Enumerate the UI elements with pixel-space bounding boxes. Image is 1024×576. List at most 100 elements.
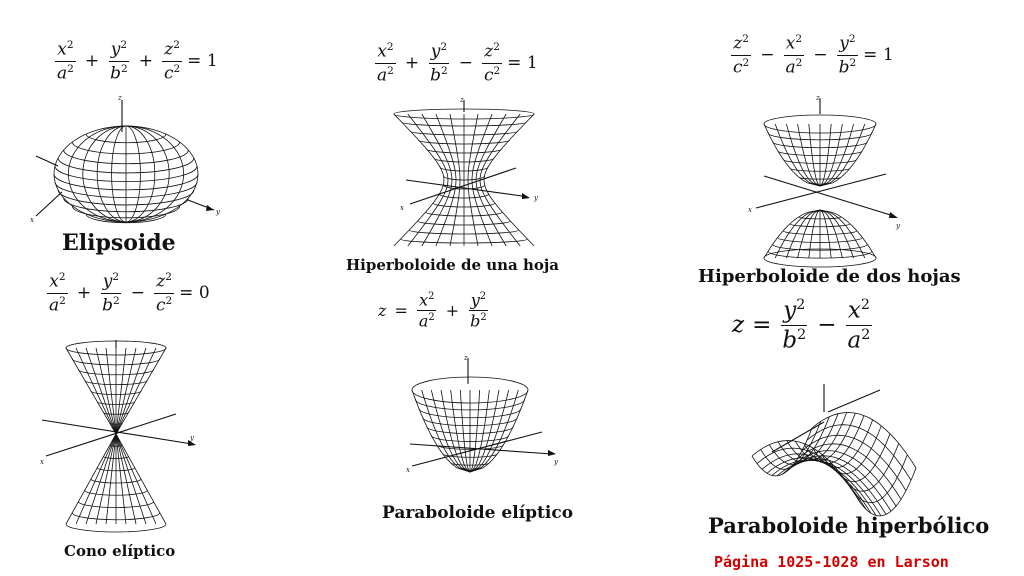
cone-upper-ring	[109, 422, 123, 425]
hyperboloid-one-sheet-figure: z y x	[393, 96, 539, 247]
paraboloid-rim	[411, 376, 529, 404]
upper-sheet-ruling	[819, 123, 843, 187]
paraboloid-ruling	[421, 389, 471, 473]
saddle-v-line	[796, 443, 902, 500]
cone-upper-ring	[71, 358, 161, 366]
hyperboloid-one-sheet-ruling	[435, 113, 457, 247]
hyperboloid-two-sheets-mesh	[763, 114, 877, 268]
hyperboloid-one-sheet-ruling	[471, 113, 493, 247]
lower-sheet-rim	[763, 248, 877, 268]
x-axis	[771, 421, 825, 453]
ellipsoid-meridian	[125, 125, 141, 223]
paraboloid-ruling	[469, 389, 490, 473]
cone-upper-ring	[96, 401, 136, 405]
cone-lower-ring	[96, 467, 136, 472]
lower-sheet-ruling	[819, 209, 843, 259]
lower-sheet-ruling	[808, 209, 821, 259]
saddle-u-line	[855, 467, 917, 517]
x-axis-label: x	[30, 216, 34, 224]
y-axis-arrow	[206, 205, 214, 211]
saddle-v-line	[806, 424, 912, 481]
y-axis-label: y	[895, 222, 901, 230]
lower-sheet-ruling	[819, 209, 866, 259]
x-axis	[411, 431, 543, 467]
lower-sheet-ruling	[774, 209, 821, 259]
lower-sheet-ruling	[797, 209, 821, 259]
paraboloid-ruling	[440, 389, 471, 473]
x-axis-label: x	[406, 466, 410, 474]
hyperbolic-paraboloid-label: Paraboloide hiperbólico	[708, 513, 990, 538]
y-axis	[405, 179, 523, 197]
hyperboloid-one-sheet-outline	[483, 113, 535, 247]
upper-sheet-rim	[763, 114, 877, 134]
hyperboloid-two-sheets-figure: z y x	[748, 94, 901, 268]
x-axis-label: x	[400, 204, 404, 212]
ellipsoid-meridian	[125, 125, 170, 223]
cone-lower-ring	[109, 444, 123, 447]
hyperboloid-one-sheet-ruling	[421, 113, 453, 247]
ellipsoid-meridian	[111, 125, 127, 223]
hyperboloid-one-sheet-outline	[393, 113, 445, 247]
saddle-v-line	[791, 450, 897, 507]
hyperboloid-one-sheet-ruling	[475, 113, 507, 247]
paraboloid-ruling	[459, 389, 471, 473]
y-axis-arrow	[889, 212, 898, 218]
cone-upper-ring	[84, 380, 148, 386]
hyperboloid-one-sheet-ruling	[407, 113, 449, 247]
cone-ruling	[115, 347, 167, 525]
ellipsoid-meridian	[125, 125, 184, 223]
x-axis-back	[35, 155, 59, 167]
hyperboloid-one-sheet-ruling	[467, 113, 479, 247]
elliptic-cone-mesh	[65, 340, 167, 533]
ellipsoid-meridian	[125, 125, 156, 223]
saddle-v-line	[786, 455, 892, 512]
x-axis-label: x	[40, 458, 44, 466]
elliptic-cone-figure: y x	[40, 340, 196, 533]
cone-upper-ring	[103, 412, 129, 415]
y-axis	[41, 419, 193, 445]
elliptic-paraboloid-mesh	[411, 376, 529, 473]
ellipsoid-parallel	[85, 213, 167, 224]
y-axis-arrow	[188, 440, 196, 446]
elliptic-cone-label: Cono elíptico	[64, 542, 176, 560]
ellipsoid-figure: z y x	[30, 94, 221, 224]
lower-sheet-ruling	[819, 209, 854, 259]
paraboloid-outline	[469, 389, 529, 473]
upper-sheet-ruling	[819, 123, 866, 187]
saddle-v-line	[811, 412, 917, 469]
hyperbolic-paraboloid-figure	[751, 384, 917, 517]
lower-sheet-ring	[767, 251, 873, 259]
paraboloid-ruling	[450, 389, 471, 473]
y-axis-label: y	[533, 194, 539, 202]
upper-sheet-ruling	[797, 123, 821, 187]
hyperboloid-one-sheet-label: Hiperboloide de una hoja	[346, 256, 560, 274]
z-axis-label: z	[117, 94, 122, 102]
cone-lower-rim	[65, 523, 167, 533]
cone-upper-ring	[90, 390, 142, 395]
ellipsoid-meridian	[68, 125, 127, 223]
ellipsoid-label: Elipsoide	[62, 230, 176, 256]
y-axis-arrow	[522, 193, 530, 199]
lower-sheet-ruling	[786, 209, 821, 259]
paraboloid-ruling	[430, 389, 471, 473]
x-axis	[409, 167, 517, 205]
cone-lower-ring	[84, 490, 148, 496]
x-axis	[35, 191, 63, 217]
x-axis	[45, 413, 177, 457]
ellipsoid-mesh	[53, 125, 199, 224]
paraboloid-outline	[411, 389, 471, 473]
upper-sheet-ruling	[819, 123, 854, 187]
saddle-v-line	[801, 434, 907, 491]
paraboloid-ruling	[469, 389, 510, 473]
saddle-v-line	[776, 459, 882, 517]
z-axis-label: z	[463, 354, 468, 362]
cone-lower-ring	[78, 501, 154, 508]
hyperbolic-paraboloid-mesh	[751, 412, 917, 517]
x-axis-label: x	[748, 206, 752, 214]
upper-sheet-ruling	[808, 123, 821, 187]
